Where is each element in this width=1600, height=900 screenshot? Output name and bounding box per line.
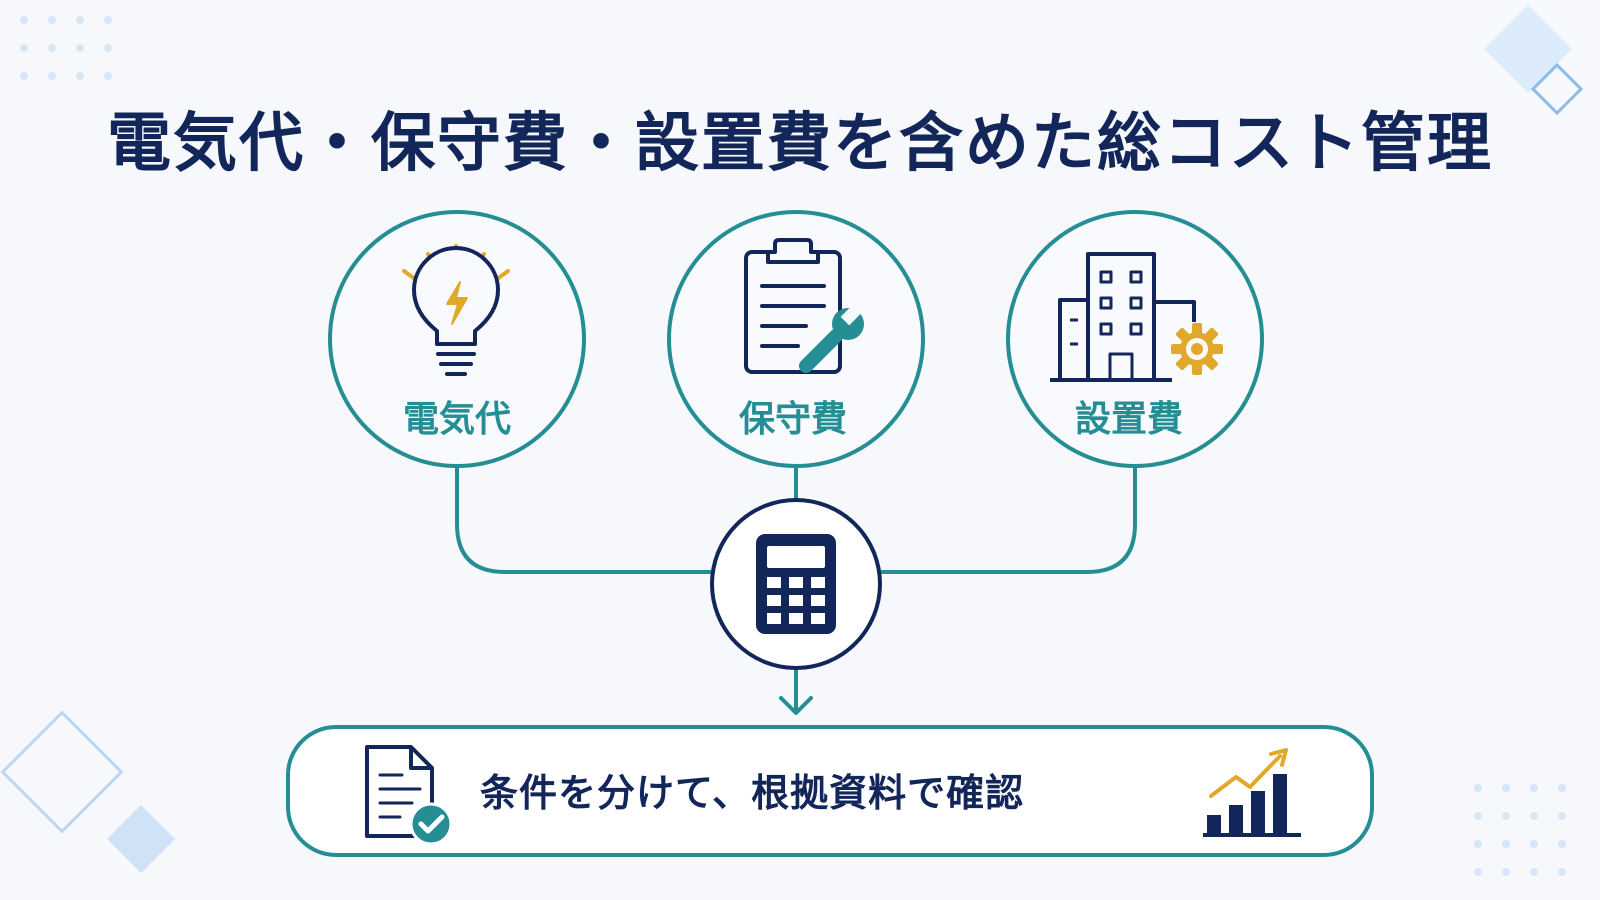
document-check-icon: [365, 745, 453, 846]
result-box: [286, 725, 1374, 857]
connector-lines: [455, 465, 1137, 715]
calculator-node: [710, 498, 882, 670]
dot-grid-decoration-bottom-right: [1474, 784, 1566, 876]
electricity-label: 電気代: [402, 399, 511, 440]
building-gear-icon: [1050, 252, 1223, 382]
lightbulb-icon: [402, 244, 510, 376]
diamond-decoration-bottom-left: [0, 710, 175, 873]
page-title: 電気代・保守費・設置費を含めた総コスト管理: [107, 107, 1493, 181]
calculator-icon: [756, 534, 836, 634]
bar-chart-growth-icon: [1203, 748, 1301, 837]
diamond-decoration-top-right: [1484, 5, 1584, 116]
clipboard-wrench-icon: [744, 238, 864, 374]
dot-grid-decoration-top-left: [20, 16, 112, 80]
result-text: 条件を分けて、根拠資料で確認: [480, 771, 1025, 815]
maintenance-label: 保守費: [738, 399, 847, 440]
installation-label: 設置費: [1074, 399, 1183, 440]
